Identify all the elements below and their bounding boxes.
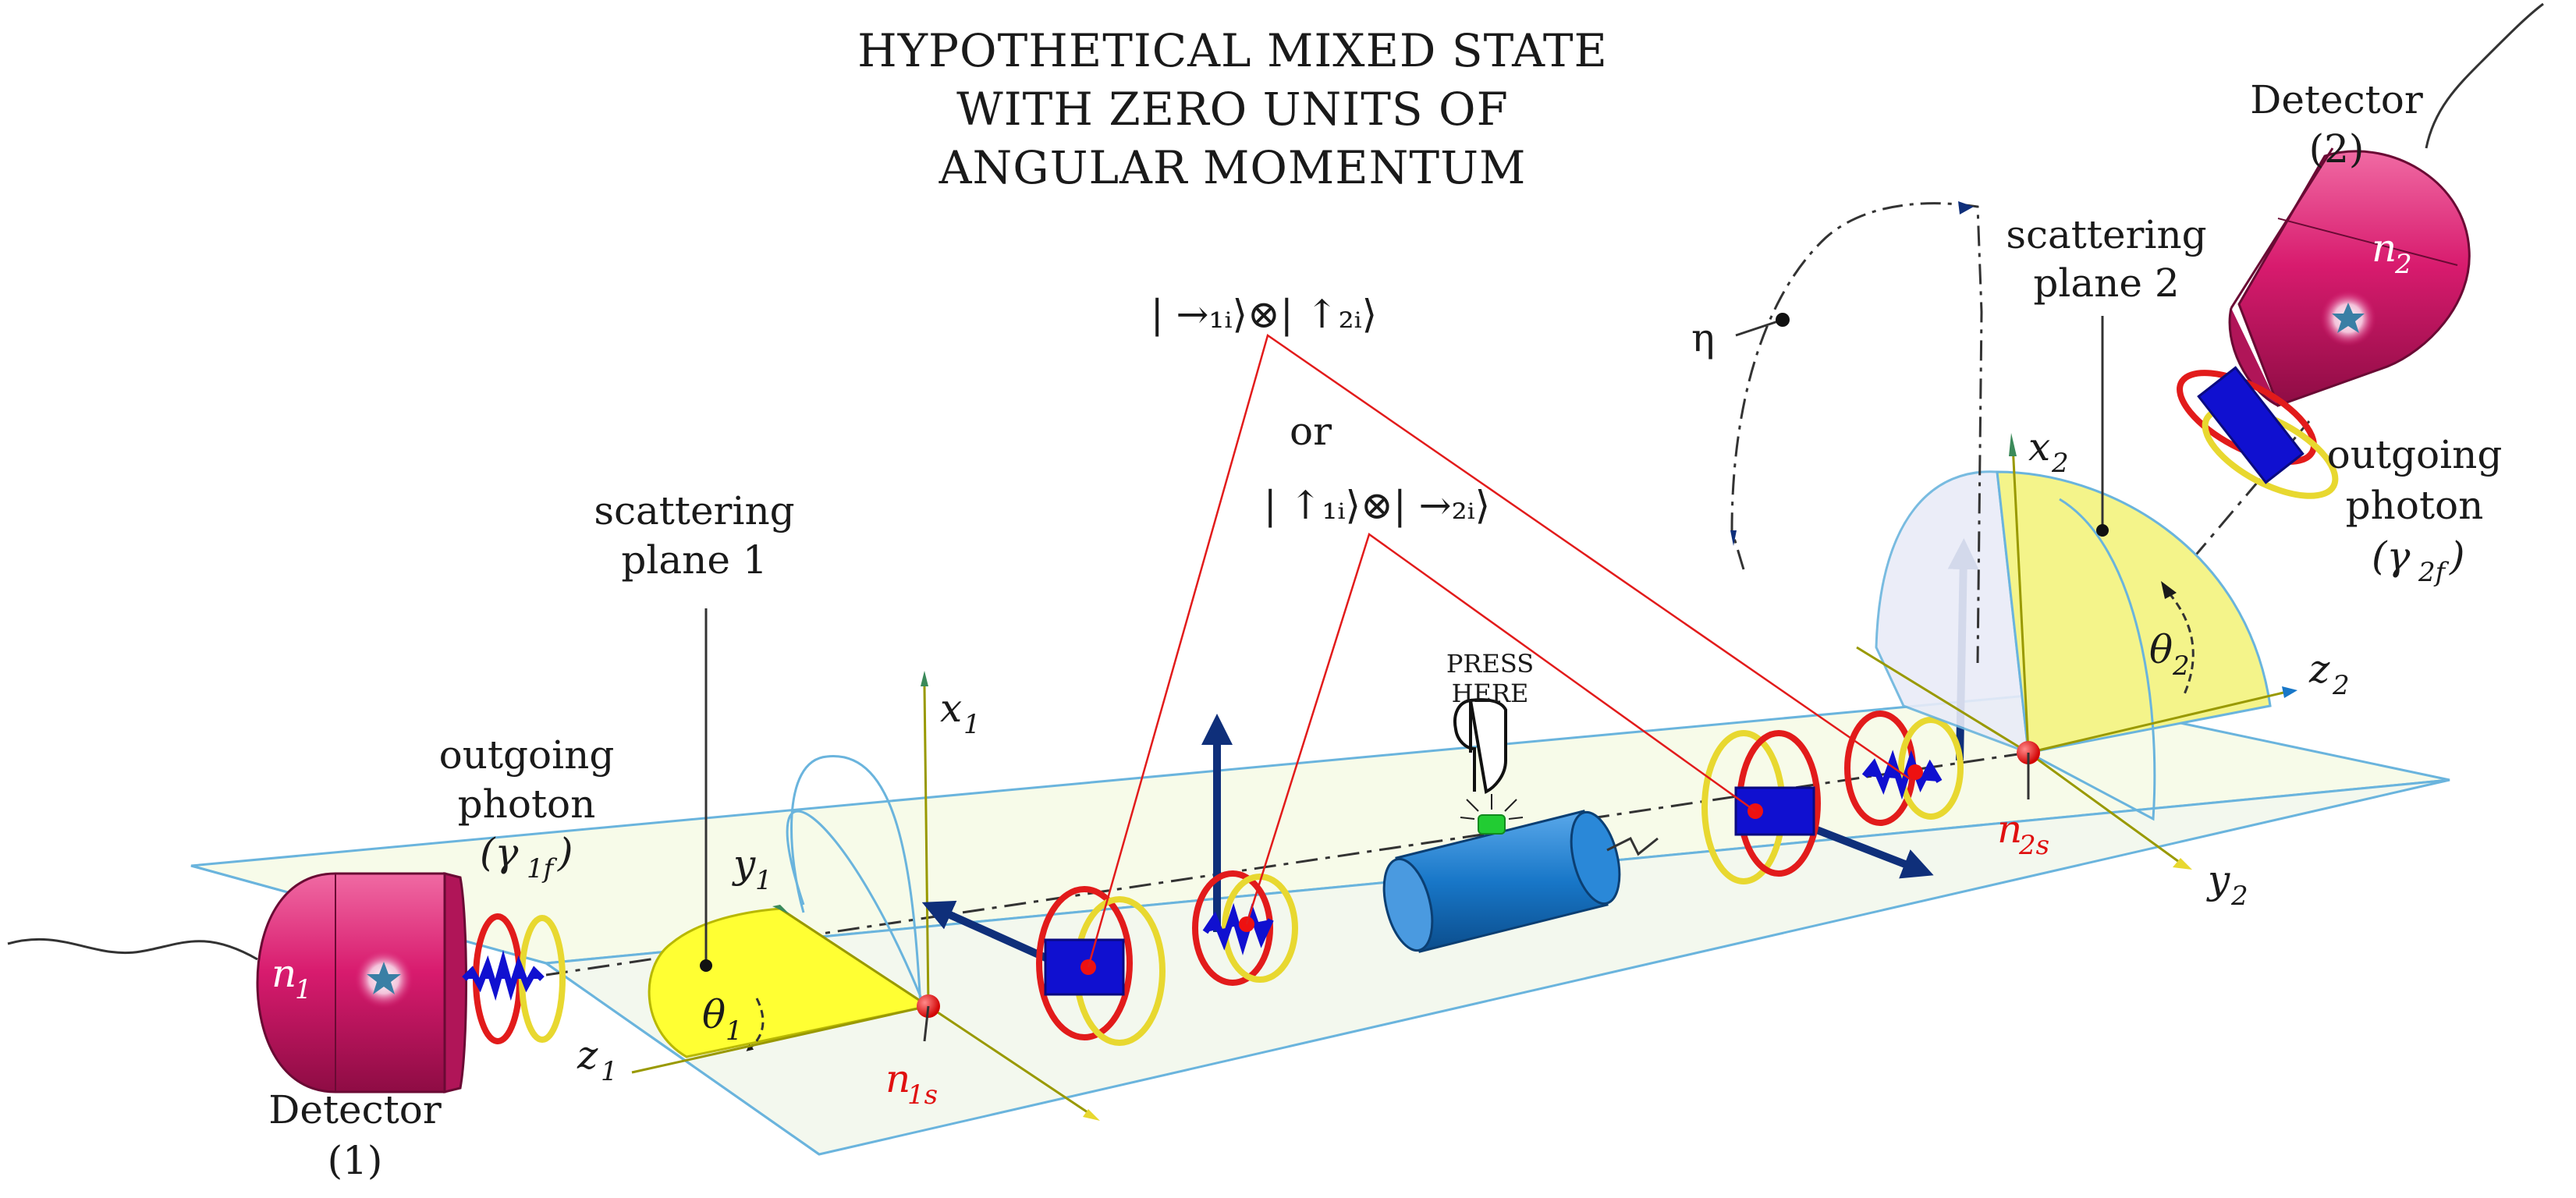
photon-1-line-1: outgoing — [439, 732, 615, 778]
title-line-3: ANGULAR MOMENTUM — [939, 141, 1527, 194]
photon-2-line-1: outgoing — [2327, 432, 2503, 477]
axis-x1: x — [940, 686, 962, 731]
scattering-plane-1: θ 1 scattering plane 1 — [594, 488, 931, 1058]
state-2-label: | ↑₁ᵢ⟩⊗| →₂ᵢ⟩ — [1264, 483, 1490, 528]
photon-2-symbol-close: ) — [2449, 533, 2465, 579]
axis-z2: z — [2308, 647, 2330, 692]
photon-1-symbol-close: ) — [557, 830, 573, 875]
axis-x2-sub: 2 — [2051, 448, 2069, 479]
press-here-line-1: PRESS — [1446, 649, 1534, 679]
detector-2: n 2 Detector (2) — [2228, 2, 2544, 407]
photon-2-symbol-sub: 2f — [2418, 557, 2450, 588]
axis-z1-sub: 1 — [601, 1056, 618, 1087]
title-line-2: WITH ZERO UNITS OF — [956, 83, 1509, 136]
plane-1-line-1: scattering — [594, 488, 794, 533]
photon-1-symbol-sub: 1f — [527, 853, 558, 884]
detector-2-cable — [2425, 2, 2544, 149]
axis-y1: y — [732, 842, 756, 887]
incoming-photon-1b — [1192, 714, 1298, 986]
axis-y1-sub: 1 — [755, 865, 772, 896]
detector-2-atom-label: n — [2372, 225, 2397, 271]
scatter-point-2-label: n — [1997, 806, 2022, 852]
detector-1-name: Detector — [268, 1087, 442, 1132]
axis-x2: x — [2028, 424, 2050, 470]
green-button[interactable] — [1478, 814, 1506, 835]
plane-2-line-2: plane 2 — [2033, 261, 2179, 306]
detector-1-atom-label: n — [271, 951, 296, 996]
sparkle-icon — [1460, 794, 1524, 820]
detector-2-name: Detector — [2250, 77, 2423, 122]
beam-axis — [545, 751, 2029, 976]
state-2-pointer — [1245, 532, 1756, 925]
photon-1-symbol: (γ — [480, 830, 519, 875]
state-1-pointer — [1087, 333, 1912, 968]
axis-y2-sub: 2 — [2230, 881, 2248, 912]
detector-1-atom-sub: 1 — [295, 974, 312, 1005]
scatter-point-2-sub: 2s — [2018, 830, 2049, 861]
source-tube — [1382, 810, 1659, 953]
incoming-photon-1a — [921, 886, 1166, 1046]
pointing-hand-icon — [1453, 698, 1507, 794]
theta-1-sub: 1 — [726, 1015, 743, 1047]
plane-1-arc — [786, 810, 926, 1007]
axis-x1-sub: 1 — [963, 709, 981, 740]
photon-2-symbol: (γ — [2372, 533, 2411, 579]
press-here-button[interactable]: PRESS HERE — [1446, 649, 1534, 835]
detector-1-number: (1) — [328, 1138, 383, 1183]
detector-1-cable — [7, 937, 258, 961]
axes-2: x 2 z 2 y 2 n 2s — [1856, 424, 2350, 912]
theta-2-sub: 2 — [2172, 650, 2190, 682]
theta-2-label: θ — [2149, 627, 2173, 672]
photon-1: outgoing photon (γ 1f ) — [439, 732, 615, 1044]
scatter-point-1-sub: 1s — [907, 1079, 938, 1111]
detector-2-number: (2) — [2309, 126, 2365, 172]
state-1-label: | →₁ᵢ⟩⊗| ↑₂ᵢ⟩ — [1151, 292, 1377, 337]
title-line-1: HYPOTHETICAL MIXED STATE — [857, 24, 1608, 77]
star-icon — [367, 962, 401, 994]
diagram-title: HYPOTHETICAL MIXED STATE WITH ZERO UNITS… — [857, 24, 1608, 194]
photon-2-line-2: photon — [2346, 483, 2484, 528]
scatter-point-1-label: n — [885, 1056, 910, 1101]
eta-rotation: η — [1691, 201, 1983, 664]
press-here-line-2: HERE — [1452, 679, 1529, 708]
axis-z1: z — [577, 1033, 598, 1078]
axis-z2-sub: 2 — [2332, 670, 2350, 701]
axis-y2: y — [2206, 857, 2230, 902]
plane-1-line-2: plane 1 — [621, 537, 767, 583]
state-labels: | →₁ᵢ⟩⊗| ↑₂ᵢ⟩ or | ↑₁ᵢ⟩⊗| →₂ᵢ⟩ — [1087, 292, 1912, 968]
theta-1-label: θ — [702, 992, 726, 1037]
photon-2: outgoing photon (γ 2f ) — [2177, 366, 2503, 588]
plane-2-line-1: scattering — [2006, 212, 2206, 257]
detector-2-atom-sub: 2 — [2394, 249, 2412, 280]
axes-1: x 1 y 1 z 1 n 1s — [577, 671, 1100, 1121]
state-or-label: or — [1290, 409, 1332, 454]
star-icon — [2332, 303, 2365, 333]
photon-1-line-2: photon — [458, 782, 596, 827]
eta-label: η — [1691, 315, 1715, 360]
detector-1: n 1 Detector (1) — [7, 872, 467, 1183]
incoming-photon-2a — [1701, 730, 1934, 884]
